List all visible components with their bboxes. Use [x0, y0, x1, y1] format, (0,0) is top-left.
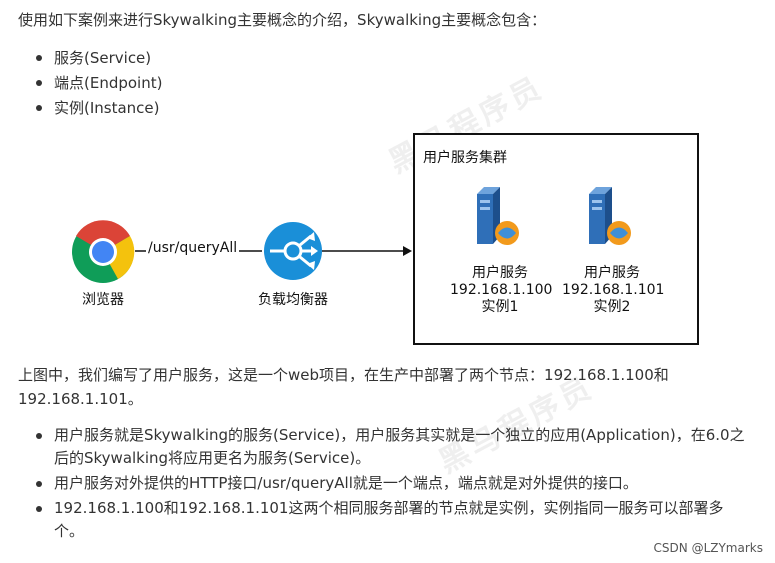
explanation-text: 用户服务就是Skywalking的服务(Service)，用户服务其实就是一个独… — [54, 426, 745, 467]
bullet — [36, 481, 42, 487]
explanation-text: 用户服务对外提供的HTTP接口/usr/queryAll就是一个端点，端点就是对… — [54, 474, 638, 492]
load-balancer-label: 负载均衡器 — [253, 292, 333, 309]
request-path-label: /usr/queryAll — [146, 240, 239, 256]
list-item: 实例(Instance) — [36, 96, 162, 121]
list-item: 端点(Endpoint) — [36, 71, 162, 96]
list-item: 用户服务对外提供的HTTP接口/usr/queryAll就是一个端点，端点就是对… — [36, 472, 746, 495]
list-item: 用户服务就是Skywalking的服务(Service)，用户服务其实就是一个独… — [36, 424, 746, 470]
server-label: 用户服务 192.168.1.100 实例1 — [450, 265, 550, 316]
list-item: 192.168.1.100和192.168.1.101这两个相同服务部署的节点就… — [36, 497, 746, 543]
server-name: 用户服务 — [450, 265, 550, 282]
bullet — [36, 105, 42, 111]
bullet — [36, 80, 42, 86]
arrow-head — [403, 246, 412, 256]
cluster-title: 用户服务集群 — [423, 147, 507, 167]
concept-label: 端点(Endpoint) — [54, 74, 162, 92]
server-ip: 192.168.1.100 — [450, 282, 550, 299]
server-instance: 实例2 — [562, 299, 662, 316]
concept-list: 服务(Service) 端点(Endpoint) 实例(Instance) — [36, 46, 162, 121]
description-paragraph: 上图中，我们编写了用户服务，这是一个web项目，在生产中部署了两个节点：192.… — [18, 363, 753, 411]
bullet — [36, 506, 42, 512]
bullet — [36, 55, 42, 61]
server-instance: 实例1 — [450, 299, 550, 316]
server-ip: 192.168.1.101 — [562, 282, 662, 299]
browser-label: 浏览器 — [78, 292, 128, 309]
explanation-text: 192.168.1.100和192.168.1.101这两个相同服务部署的节点就… — [54, 499, 723, 540]
load-balancer-icon — [264, 222, 322, 280]
bullet — [36, 433, 42, 439]
browser-icon — [72, 220, 134, 283]
intro-text: 使用如下案例来进行Skywalking主要概念的介绍，Skywalking主要概… — [18, 8, 763, 32]
explanation-list: 用户服务就是Skywalking的服务(Service)，用户服务其实就是一个独… — [36, 424, 746, 543]
concept-label: 实例(Instance) — [54, 99, 160, 117]
attribution-label: CSDN @LZYmarks — [654, 541, 763, 555]
server-name: 用户服务 — [562, 265, 662, 282]
list-item: 服务(Service) — [36, 46, 162, 71]
concept-label: 服务(Service) — [54, 49, 151, 67]
server-label: 用户服务 192.168.1.101 实例2 — [562, 265, 662, 316]
